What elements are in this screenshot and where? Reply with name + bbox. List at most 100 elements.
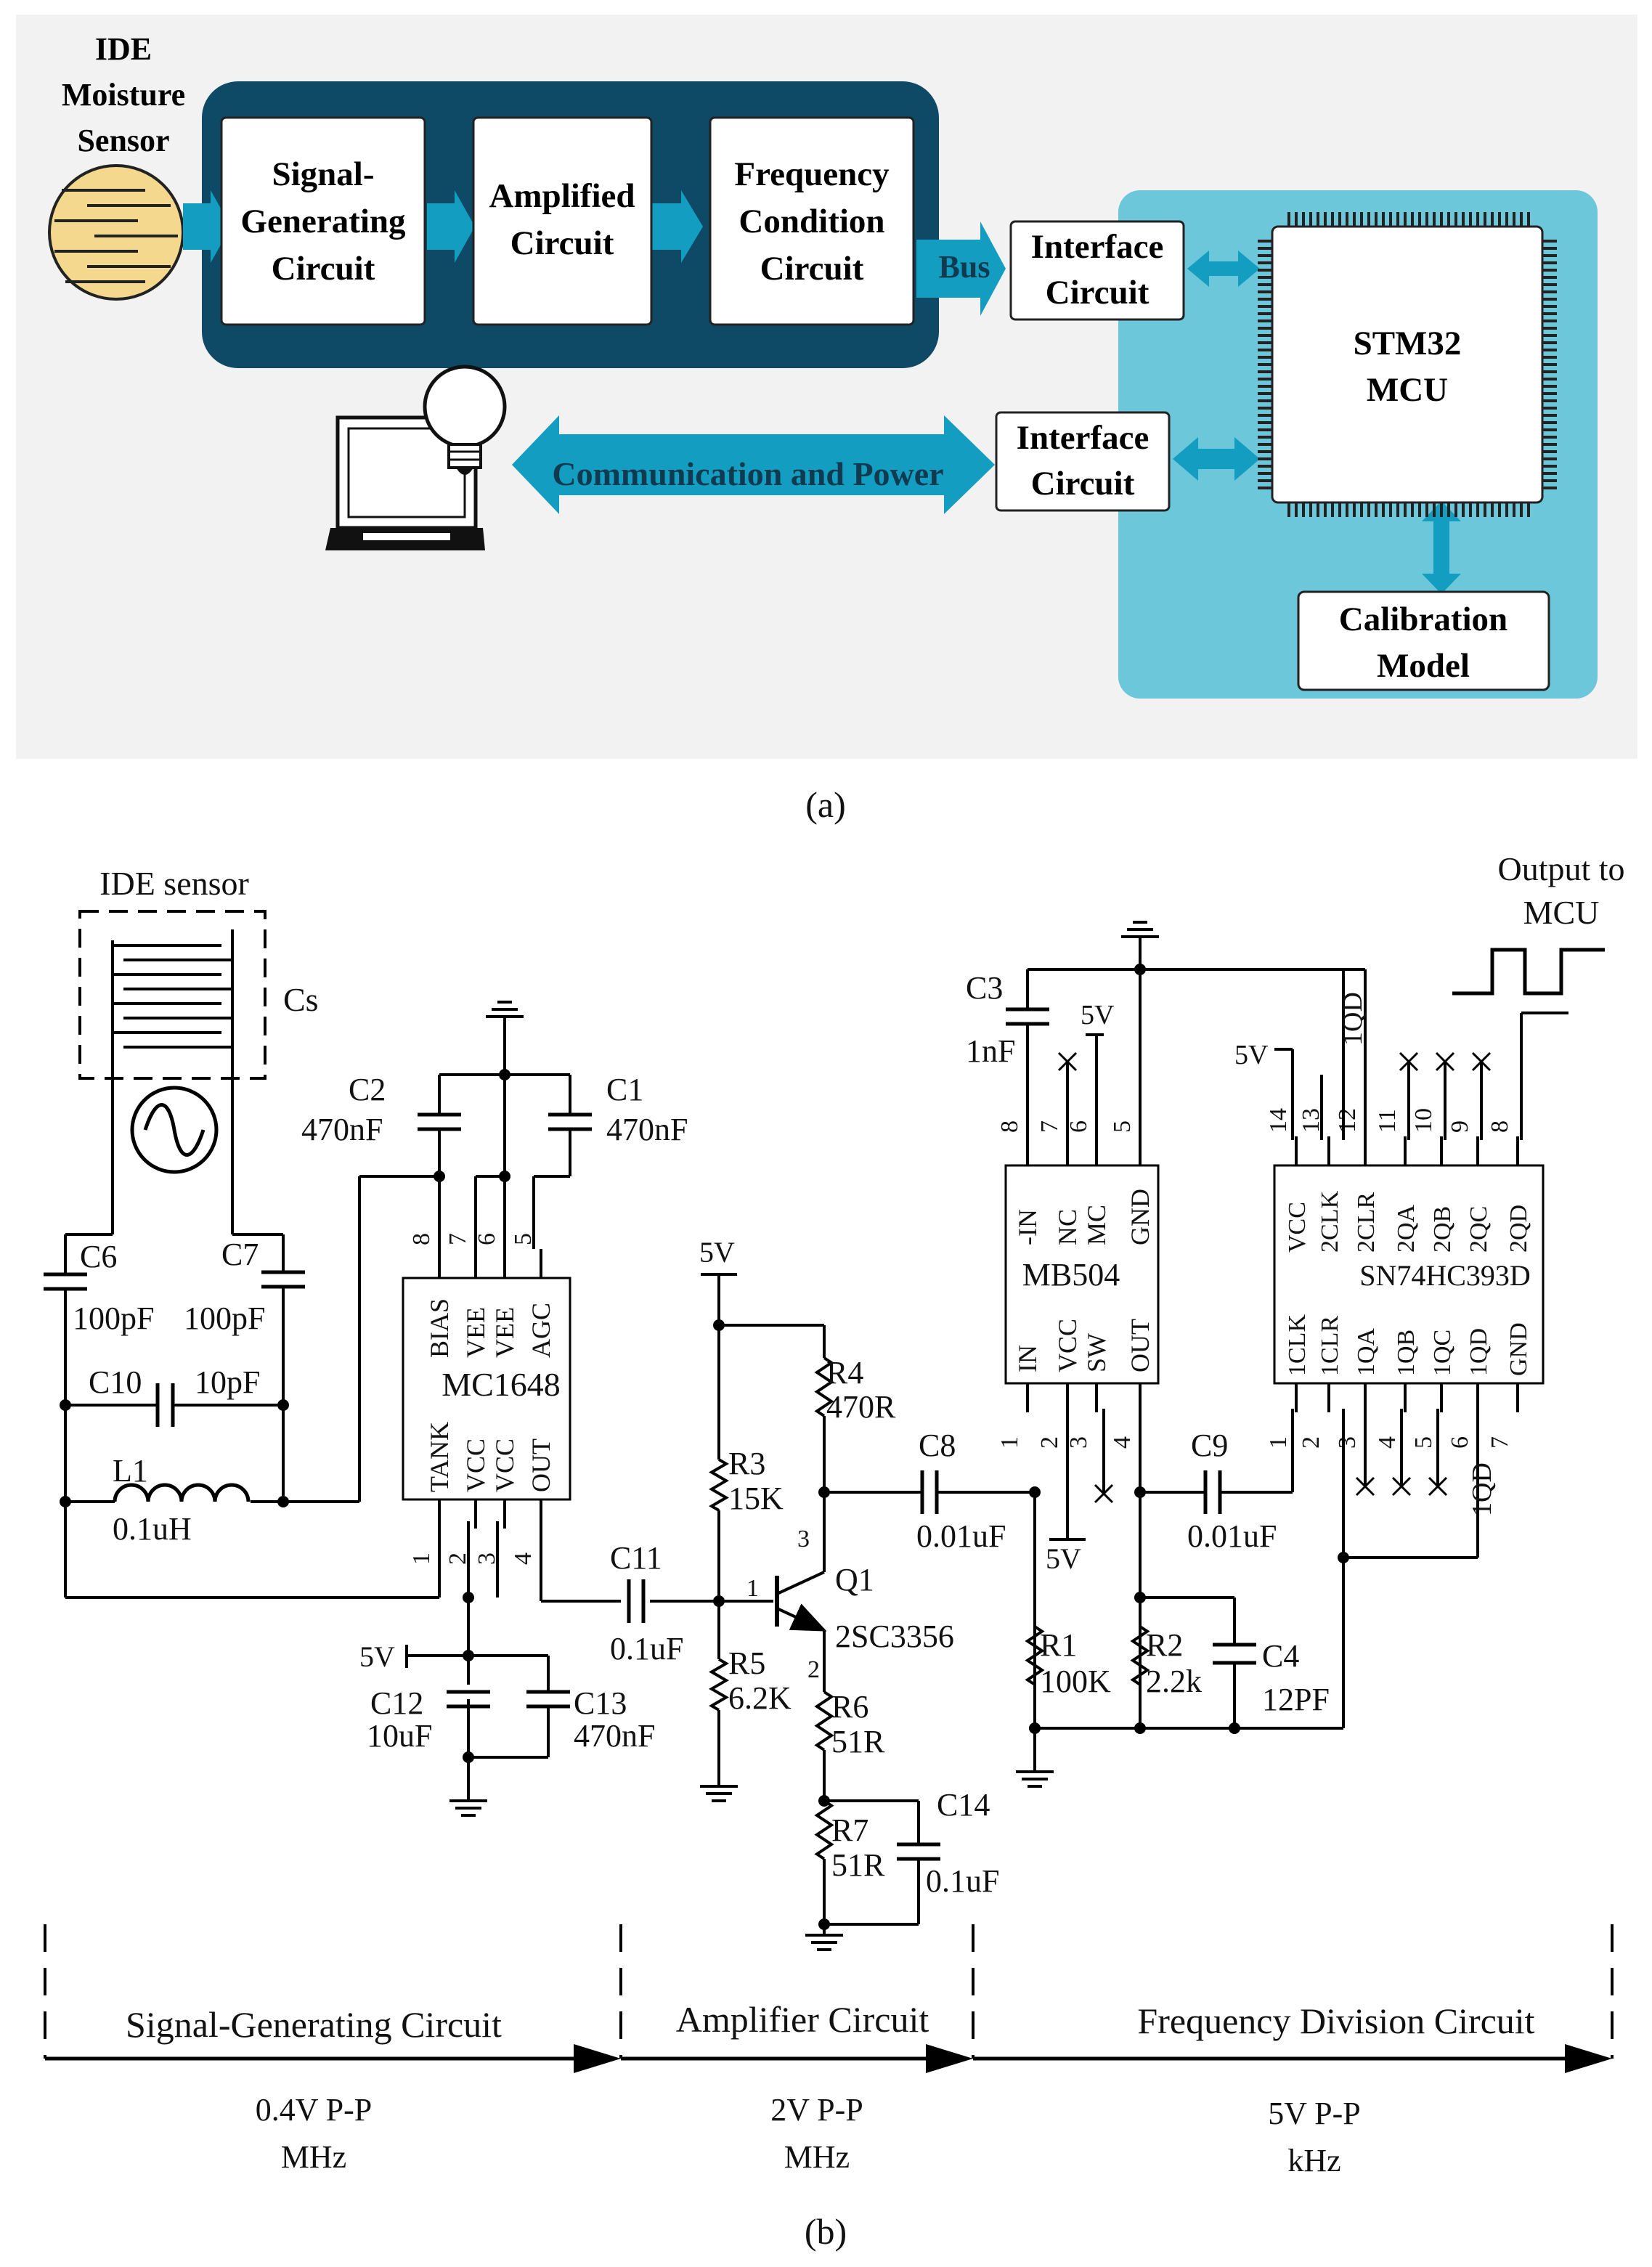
mc1648-pins-top-pin: VEE (461, 1307, 490, 1358)
capacitor-c8 (920, 1470, 939, 1514)
mc1648-pins-top-pin: VEE (490, 1307, 519, 1358)
frequency-condition-box (709, 116, 915, 326)
wires-mc1648-top (438, 1017, 571, 1249)
ground-divider (1016, 1770, 1054, 1788)
sn74-pins-top-pin: 2QD (1505, 1205, 1532, 1253)
sn74-pins-bottom-num: 4 (1374, 1436, 1401, 1449)
r7-value: 51R (831, 1847, 885, 1883)
q1-pin-3: 3 (797, 1526, 810, 1552)
c2-value: 470nF (301, 1112, 383, 1147)
sn74-pins-bottom-pin: 1CLR (1317, 1316, 1343, 1376)
sn74-pins-top-pin: 2QA (1393, 1204, 1420, 1253)
sn74-name: SN74HC393D (1359, 1259, 1531, 1292)
mc1648-pins-bottom-num: 1 (408, 1552, 435, 1565)
sn74-pins-bottom-pin: 1QB (1393, 1330, 1420, 1376)
resistor-r6 (814, 1690, 834, 1751)
r4-value: 470R (826, 1389, 896, 1425)
ide-sensor-outline (78, 910, 266, 1080)
mc1648-pins-bottom-num: 2 (444, 1552, 471, 1565)
c2-label: C2 (349, 1072, 386, 1107)
sensor-disc (48, 164, 184, 301)
five-v-mb504-vcc: 5V (1046, 1542, 1081, 1575)
ground-mc1648-bottom (449, 1799, 487, 1817)
c3-label: C3 (966, 970, 1003, 1006)
section-dividers (44, 1924, 1614, 2059)
five-v-amplifier: 5V (699, 1236, 735, 1269)
r7-label: R7 (831, 1812, 868, 1848)
arrow-sensor-to-signal (183, 190, 231, 263)
lightbulb-icon (423, 365, 507, 475)
c7-value: 100pF (184, 1301, 265, 1336)
mc1648-pins-bottom-pin: VCC (490, 1438, 519, 1492)
inductor-l1 (113, 1483, 251, 1502)
five-v-sn74: 5V (1234, 1040, 1269, 1070)
r1-label: R1 (1040, 1627, 1077, 1663)
mcu-pins (1258, 212, 1557, 517)
c10-label: C10 (89, 1364, 142, 1400)
mc1648-pins-bottom-pin: TANK (425, 1422, 454, 1492)
junctions-signal (60, 1399, 289, 1507)
c13-label: C13 (574, 1685, 627, 1721)
sn74-pins-top-num: 10 (1410, 1108, 1437, 1133)
mb504-pins-bottom-num: 3 (1065, 1436, 1092, 1449)
capacitor-c3 (1006, 1007, 1049, 1026)
sn74-pins-top-num: 9 (1446, 1120, 1473, 1133)
capacitor-c1 (548, 1112, 592, 1131)
interface-bottom-label-2: Circuit (1031, 465, 1135, 502)
mcu-label-1: STM32 (1354, 325, 1462, 362)
mb504-pins-bottom-num: 2 (1036, 1436, 1063, 1449)
mb504-pins-bottom-pin: SW (1082, 1333, 1111, 1372)
c8-value: 0.01uF (916, 1518, 1006, 1554)
sensor-label-3: Sensor (77, 123, 169, 158)
q1-pin-2: 2 (807, 1656, 820, 1683)
mc1648-chip (402, 1277, 571, 1501)
interface-top-label-1: Interface (1031, 228, 1164, 266)
sn74-pins-bottom-pin: 1QA (1353, 1327, 1380, 1376)
c3-value: 1nF (966, 1033, 1015, 1069)
resistor-r3 (709, 1458, 729, 1512)
r3-value: 15K (728, 1481, 784, 1516)
sn74-pins-top-pin: 2CLK (1317, 1191, 1343, 1253)
c9-value: 0.01uF (1187, 1518, 1277, 1554)
ground-r7 (805, 1934, 843, 1951)
mb504-pins-top-pin: -IN (1013, 1209, 1042, 1245)
transistor-q1 (775, 1571, 827, 1632)
caption-b: (b) (805, 2211, 847, 2252)
arrow-signal-to-amplified (427, 190, 475, 263)
sn74-pins-top-pin: 2CLR (1353, 1192, 1380, 1253)
communication-label: Communication and Power (552, 455, 943, 492)
ac-source-icon (130, 1086, 219, 1174)
bus-label: Bus (939, 249, 990, 285)
wires-signal-generating (64, 1046, 441, 1599)
ide-sensor-label: IDE sensor (99, 865, 249, 902)
signal-generating-box (220, 116, 426, 326)
sn74-pins-bottom-pin: GND (1505, 1322, 1532, 1376)
c8-label: C8 (919, 1428, 956, 1463)
c7-label: C7 (221, 1237, 259, 1272)
mb504-pins-top-num: 8 (996, 1120, 1023, 1133)
wires-amplifier (701, 1274, 1035, 1935)
sn74-pins-top-pin: 2QC (1465, 1206, 1492, 1253)
c9-label: C9 (1191, 1428, 1228, 1463)
mc1648-pins-bottom-num: 4 (510, 1552, 537, 1565)
capacitor-c7 (261, 1270, 305, 1289)
sn74-pins-bottom-pin: 1QD (1465, 1328, 1492, 1376)
r3-label: R3 (728, 1446, 765, 1481)
mc1648-pins-top-num: 7 (444, 1233, 471, 1245)
interface-mcu-arrow-top (1187, 251, 1260, 287)
l1-value: 0.1uH (113, 1511, 192, 1547)
frequency-label-3: Circuit (760, 250, 864, 288)
section-frequency-amplitude: 5V P-P (1268, 2096, 1361, 2131)
sn74-pins-top-num: 14 (1265, 1108, 1292, 1133)
resistor-r4 (814, 1356, 834, 1417)
mb504-pins-top-pin: MC (1082, 1205, 1111, 1245)
interface-box-bottom (995, 411, 1171, 512)
section-amplifier-freq: MHz (784, 2139, 850, 2175)
r5-value: 6.2K (728, 1680, 792, 1716)
c11-label: C11 (610, 1540, 662, 1576)
c14-value: 0.1uF (926, 1863, 999, 1899)
signal-generating-label-2: Generating (240, 203, 406, 240)
output-label-1: Output to (1497, 850, 1624, 887)
